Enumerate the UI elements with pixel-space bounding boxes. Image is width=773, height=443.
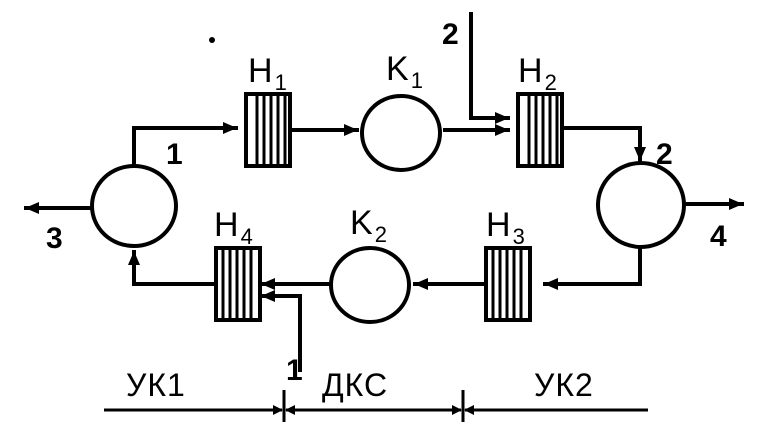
queue-h4-label: H4 [214, 206, 253, 249]
node-1 [90, 164, 178, 248]
queue-h3-label: H3 [486, 206, 525, 249]
node-2 [596, 161, 686, 249]
channel-k1 [360, 94, 442, 172]
segment-middle-label: ДКС [322, 367, 388, 403]
input-bottom-label: 1 [286, 354, 303, 387]
channel-k2-label: K2 [350, 204, 387, 247]
edge-h4-node1 [128, 250, 216, 286]
edge-h2-node2 [562, 126, 646, 162]
edge-input1-h4 [260, 290, 302, 372]
queue-h1-label: H1 [248, 52, 287, 95]
queue-h4 [214, 246, 262, 322]
channel-k2 [329, 246, 411, 324]
edge-node2-h3 [543, 246, 642, 290]
edge-node1-h1 [132, 122, 238, 170]
stray-dot [209, 37, 215, 43]
node-2-label: 2 [656, 138, 673, 171]
segment-right-label: УК2 [534, 367, 594, 403]
queue-h1 [244, 92, 292, 168]
node-1-label: 1 [166, 138, 183, 171]
edge-input2-h2 [469, 12, 510, 124]
input-top-label: 2 [442, 18, 459, 51]
segment-left-label: УК1 [126, 367, 186, 403]
queue-h3 [484, 246, 532, 322]
output-right-label: 4 [710, 220, 727, 253]
queue-h2-label: H2 [518, 52, 557, 95]
queue-h2 [516, 92, 564, 168]
channel-k1-label: K1 [386, 50, 423, 93]
output-left-label: 3 [46, 222, 63, 255]
